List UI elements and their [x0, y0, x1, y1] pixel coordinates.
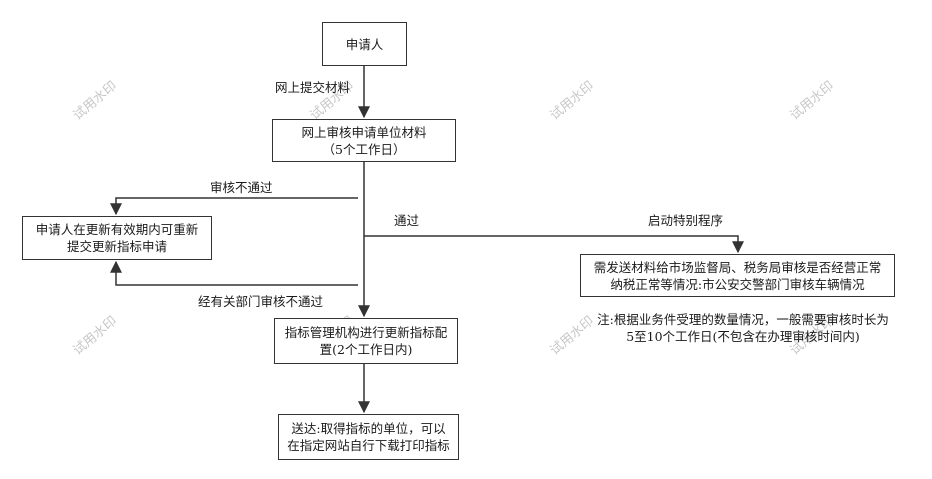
node-delivery-line1: 送达:取得指标的单位，可以 — [291, 421, 446, 436]
node-applicant-label: 申请人 — [345, 36, 384, 52]
node-online-review: 网上审核申请单位材料 （5个工作日） — [272, 119, 456, 162]
node-reapply-line2: 提交更新指标申请 — [66, 239, 167, 254]
edge-label-special: 启动特别程序 — [648, 213, 724, 228]
arrow-dept-fail — [110, 260, 358, 286]
node-special-line2: 纳税正常等情况:市公安交警部门审核车辆情况 — [610, 276, 865, 292]
arrow-review-fail — [110, 197, 358, 216]
node-online-review-line1: 网上审核申请单位材料 — [301, 124, 427, 140]
node-applicant: 申请人 — [322, 22, 407, 66]
note-line2: 5至10个工作日(不包含在办理审核时间内) — [626, 329, 860, 344]
edge-label-dept-fail: 经有关部门审核不通过 — [198, 294, 324, 309]
node-config: 指标管理机构进行更新指标配 置(2个工作日内) — [274, 318, 458, 364]
edge-label-submit: 网上提交材料 — [275, 80, 351, 95]
node-reapply: 申请人在更新有效期内可重新 提交更新指标申请 — [22, 216, 212, 260]
node-config-line1: 指标管理机构进行更新指标配 — [284, 325, 448, 340]
edge-label-review-fail: 审核不通过 — [210, 180, 273, 195]
node-online-review-line2: （5个工作日） — [322, 141, 406, 157]
node-reapply-line1: 申请人在更新有效期内可重新 — [35, 222, 199, 237]
node-delivery: 送达:取得指标的单位，可以 在指定网站自行下载打印指标 — [278, 414, 459, 460]
node-special-line1: 需发送材料给市场监督局、税务局审核是否经营正常 — [593, 259, 882, 275]
note-line1: 注:根据业务件受理的数量情况，一般需要审核时长为 — [597, 312, 889, 327]
node-special: 需发送材料给市场监督局、税务局审核是否经营正常 纳税正常等情况:市公安交警部门审… — [580, 254, 895, 297]
edge-label-pass: 通过 — [394, 213, 420, 228]
arrow-special — [364, 235, 744, 254]
node-delivery-line2: 在指定网站自行下载打印指标 — [287, 438, 450, 453]
review-time-note: 注:根据业务件受理的数量情况，一般需要审核时长为 5至10个工作日(不包含在办理… — [590, 311, 896, 345]
node-config-line2: 置(2个工作日内) — [319, 342, 413, 357]
